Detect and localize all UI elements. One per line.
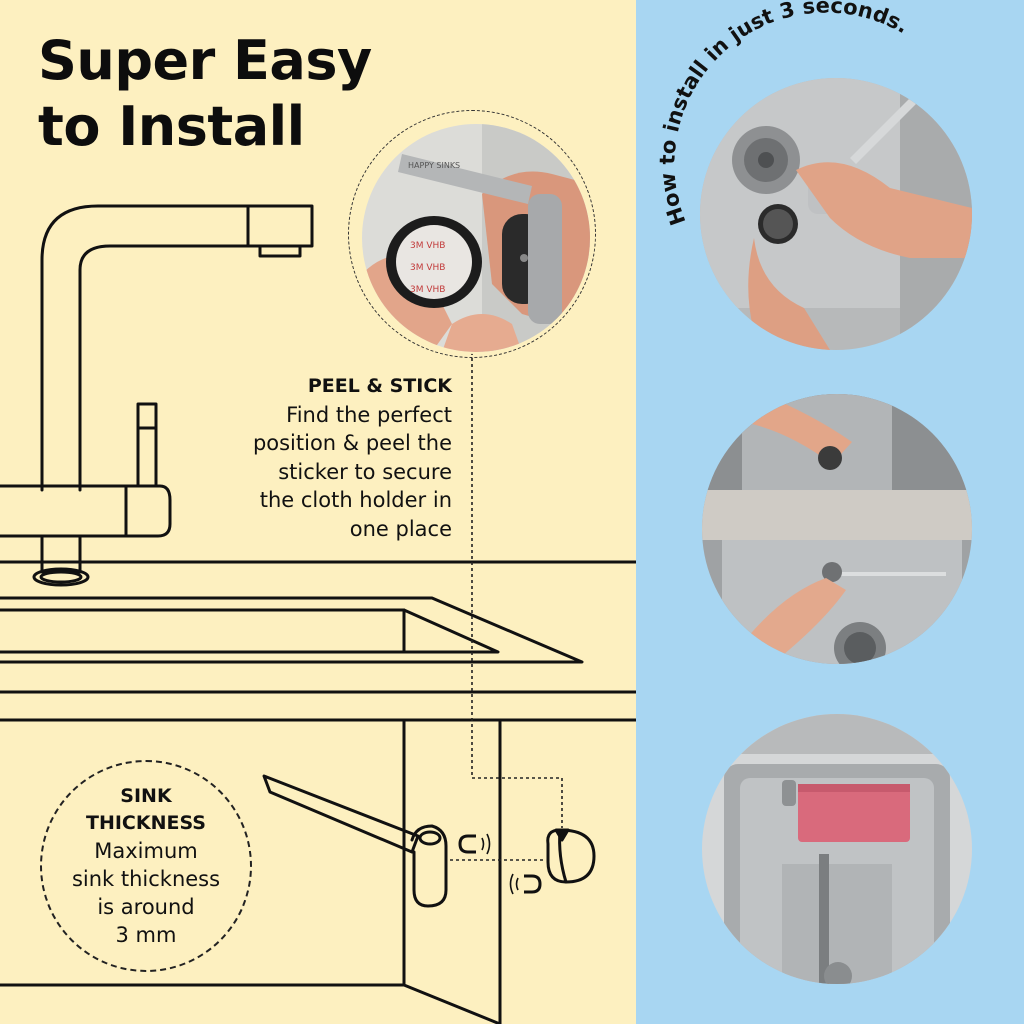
faucet-inner bbox=[78, 204, 250, 492]
magnet-icon bbox=[509, 873, 542, 895]
sticker-label: 3M VHB bbox=[410, 241, 445, 251]
page-title: Super Easy to Install bbox=[38, 28, 372, 160]
holder-brand-label: HAPPY SINKS bbox=[408, 161, 460, 170]
thickness-line-3: is around bbox=[97, 895, 195, 919]
install-step-2-photo bbox=[702, 394, 972, 664]
install-step-3-photo bbox=[702, 714, 972, 984]
thickness-heading-2: THICKNESS bbox=[86, 812, 206, 834]
peel-line-5: one place bbox=[349, 516, 452, 541]
sink-thickness-callout: SINK THICKNESS Maximum sink thickness is… bbox=[40, 760, 252, 972]
sticker-label-3: 3M VHB bbox=[410, 285, 445, 295]
sink-line-illustration bbox=[0, 204, 636, 1024]
cloth-holder-arm bbox=[262, 774, 420, 854]
sticker-label-2: 3M VHB bbox=[410, 263, 445, 273]
peel-line-4: the cloth holder in bbox=[259, 488, 452, 512]
magnet-icon bbox=[458, 833, 491, 855]
peel-line-3: sticker to secure bbox=[278, 459, 452, 484]
thickness-line-1: Maximum bbox=[94, 839, 198, 863]
magnet-puck bbox=[546, 828, 596, 884]
thickness-heading-1: SINK bbox=[120, 785, 172, 807]
left-panel: Super Easy to Install HAPPY SINKS 3M VHB… bbox=[0, 0, 636, 1024]
peel-line-1: Find the perfect bbox=[286, 402, 452, 427]
title-line-2: to Install bbox=[38, 95, 305, 158]
faucet-spout bbox=[40, 204, 314, 492]
inset-dashed-ring bbox=[348, 110, 596, 358]
peel-line-2: position & peel the bbox=[252, 431, 452, 455]
peel-stick-text: PEEL & STICK Find the perfect position &… bbox=[192, 372, 452, 543]
cabinet bbox=[402, 718, 502, 1024]
install-step-1-photo bbox=[700, 78, 972, 350]
title-line-1: Super Easy bbox=[38, 29, 372, 92]
faucet-body bbox=[0, 484, 128, 538]
thickness-line-2: sink thickness bbox=[71, 867, 221, 891]
guide-line bbox=[471, 352, 563, 828]
peel-stick-heading: PEEL & STICK bbox=[307, 375, 452, 397]
peel-stick-photo: HAPPY SINKS 3M VHB 3M VHB 3M VHB bbox=[360, 122, 592, 354]
thickness-line-4: 3 mm bbox=[115, 923, 177, 947]
